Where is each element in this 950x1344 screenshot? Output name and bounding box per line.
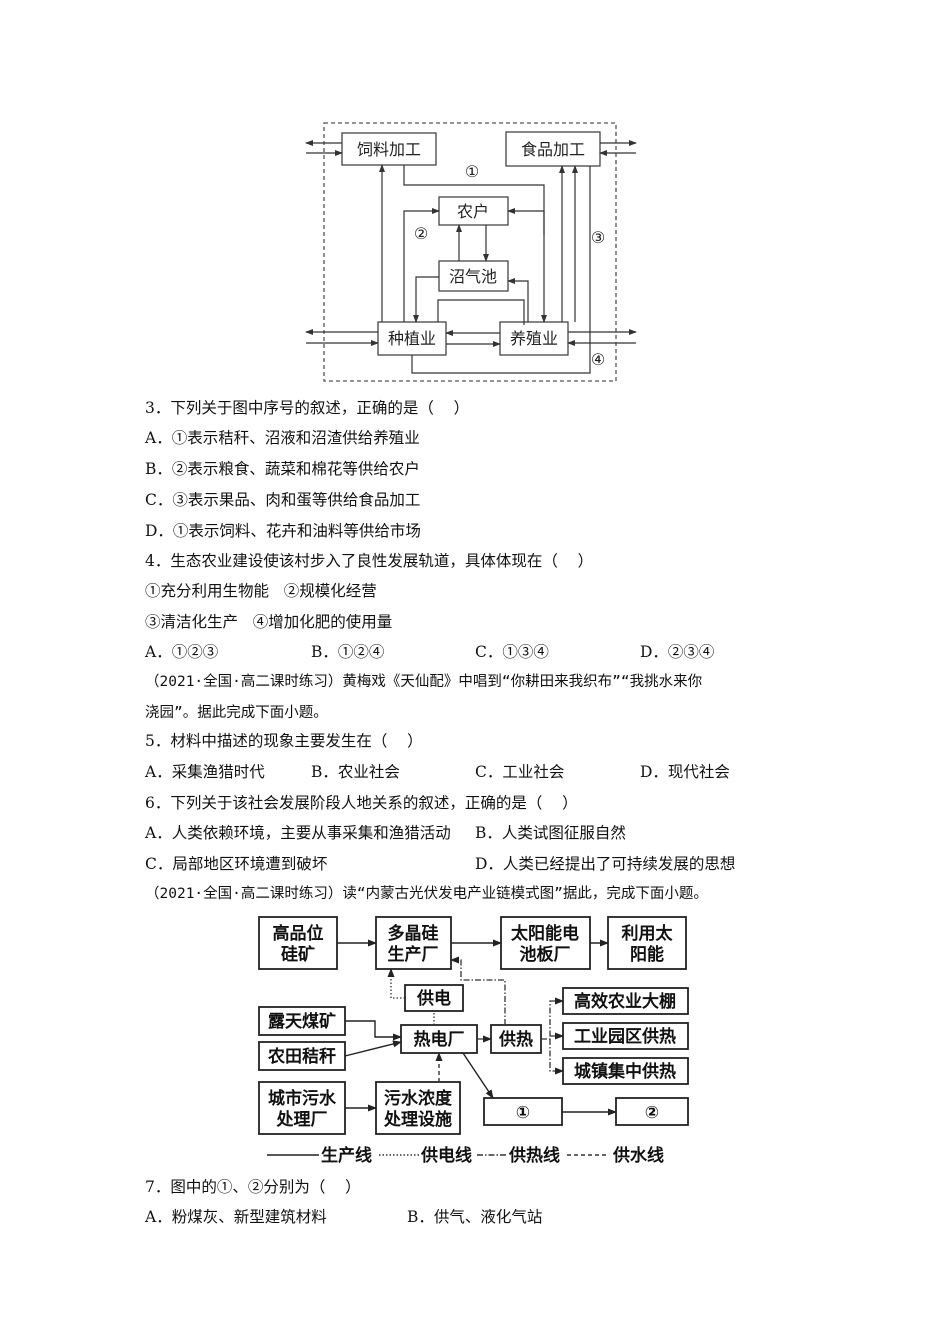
q5-stem: 5．材料中描述的现象主要发生在（ ） (145, 732, 423, 750)
q3-option-a: A．①表示秸秆、沼液和沼渣供给养殖业 (145, 429, 420, 447)
marker-4: ④ (591, 350, 605, 369)
svg-text:阳能: 阳能 (630, 944, 664, 965)
q4-option-d: D．②③④ (640, 643, 715, 661)
svg-text:太阳能电: 太阳能电 (511, 923, 579, 944)
svg-text:生产厂: 生产厂 (388, 944, 439, 965)
pv-industry-chain-diagram: 高品位 硅矿 多晶硅 生产厂 太阳能电 池板厂 利用太 阳能 供电 露天煤矿 农… (258, 916, 689, 1166)
source-note-2: （2021·全国·高二课时练习）读“内蒙古光伏发电产业链模式图”据此，完成下面小… (145, 886, 708, 902)
q4-items-1: ①充分利用生物能 ②规模化经营 (145, 582, 377, 600)
source-note-1-line2: 浇园”。据此完成下面小题。 (145, 705, 328, 721)
svg-text:利用太: 利用太 (622, 923, 674, 944)
biogas-tank-box: 沼气池 (438, 260, 509, 292)
thermal-plant-box: 热电厂 (414, 1029, 465, 1050)
marker-3: ③ (591, 228, 605, 247)
breeding-box: 养殖业 (499, 321, 569, 356)
q4-option-c: C．①③④ (475, 643, 549, 661)
svg-text:处理设施: 处理设施 (383, 1109, 452, 1130)
q4-options: A．①②③ B．①②④ C．①③④ D．②③④ (145, 642, 845, 662)
flow-arrows (305, 140, 637, 374)
eco-agriculture-diagram: 饲料加工 食品加工 农户 沼气池 种植业 养殖业 (305, 122, 637, 382)
sewage-plant-box: 城市污水 处理厂 (268, 1088, 337, 1130)
q3-option-d: D．①表示饲料、花卉和油料等供给市场 (145, 522, 421, 540)
production-lines (337, 939, 617, 1116)
q6-option-c: C．局部地区环境遭到破坏 (145, 855, 328, 873)
q5-option-a: A．采集渔猎时代 (145, 763, 265, 781)
svg-text:污水浓度: 污水浓度 (384, 1088, 453, 1109)
feed-processing-box: 饲料加工 (341, 132, 437, 166)
straw-box: 农田秸秆 (267, 1046, 336, 1067)
town-heat-box: 城镇集中供热 (574, 1061, 676, 1082)
q5-option-b: B．农业社会 (311, 763, 400, 781)
q7-stem: 7．图中的①、②分别为（ ） (145, 1178, 361, 1196)
svg-text:高品位: 高品位 (273, 923, 324, 944)
coal-mine-box: 露天煤矿 (268, 1011, 336, 1032)
legend: 生产线 供电线 供热线 供水线 (267, 1145, 664, 1166)
power-lines (387, 968, 435, 1025)
farmer-box: 农户 (438, 196, 509, 226)
q5-option-c: C．工业社会 (475, 763, 565, 781)
use-solar-box: 利用太 阳能 (622, 923, 674, 965)
svg-text:硅矿: 硅矿 (281, 944, 315, 965)
q6-options-row2: C．局部地区环境遭到破坏 D．人类已经提出了可持续发展的思想 (145, 854, 845, 874)
q6-option-a: A．人类依赖环境，主要从事采集和渔猎活动 (145, 824, 451, 842)
svg-text:处理厂: 处理厂 (276, 1109, 328, 1130)
q4-stem: 4．生态农业建设使该村步入了良性发展轨道，具体体现在（ ） (145, 552, 594, 570)
svg-text:农户: 农户 (457, 202, 489, 221)
heat-lines (450, 956, 564, 1075)
svg-text:池板厂: 池板厂 (520, 944, 571, 965)
q3-stem: 3．下列关于图中序号的叙述，正确的是（ ） (145, 399, 470, 417)
q5-option-d: D．现代社会 (640, 763, 730, 781)
svg-text:食品加工: 食品加工 (521, 140, 585, 159)
svg-text:养殖业: 养殖业 (510, 329, 558, 348)
polysilicon-factory-box: 多晶硅 生产厂 (388, 923, 439, 965)
q4-option-a: A．①②③ (145, 643, 219, 661)
svg-text:多晶硅: 多晶硅 (388, 923, 439, 944)
q7-option-a: A．粉煤灰、新型建筑材料 (145, 1208, 327, 1226)
q4-option-b: B．①②④ (311, 643, 385, 661)
svg-text:饲料加工: 饲料加工 (357, 140, 421, 159)
q4-items-2: ③清洁化生产 ④增加化肥的使用量 (145, 613, 393, 631)
svg-text:城市污水: 城市污水 (268, 1088, 337, 1109)
q6-option-d: D．人类已经提出了可持续发展的思想 (475, 855, 736, 873)
q6-options-row1: A．人类依赖环境，主要从事采集和渔猎活动 B．人类试图征服自然 (145, 823, 845, 843)
q3-option-c: C．③表示果品、肉和蛋等供给食品加工 (145, 491, 421, 509)
greenhouse-box: 高效农业大棚 (574, 991, 676, 1012)
q6-stem: 6．下列关于该社会发展阶段人地关系的叙述，正确的是（ ） (145, 794, 578, 812)
q6-option-b: B．人类试图征服自然 (475, 824, 626, 842)
svg-text:沼气池: 沼气池 (449, 267, 497, 286)
unknown-1-box: ① (516, 1103, 530, 1123)
power-supply-box: 供电 (416, 988, 451, 1009)
heat-supply-box: 供热 (498, 1029, 533, 1050)
source-note-1-line1: （2021·全国·高二课时练习）黄梅戏《天仙配》中唱到“你耕田来我织布”“我挑水… (145, 674, 703, 690)
food-processing-box: 食品加工 (505, 131, 601, 167)
legend-production: 生产线 (321, 1145, 372, 1166)
solar-panel-factory-box: 太阳能电 池板厂 (511, 923, 579, 965)
q7-options: A．粉煤灰、新型建筑材料 B．供气、液化气站 (145, 1207, 845, 1227)
planting-box: 种植业 (377, 321, 447, 356)
system-boundary (323, 122, 617, 382)
svg-text:种植业: 种植业 (388, 329, 436, 348)
silicon-ore-box: 高品位 硅矿 (273, 923, 324, 965)
marker-1: ① (465, 162, 479, 181)
marker-2: ② (414, 224, 428, 243)
unknown-2-box: ② (645, 1103, 659, 1123)
q5-options: A．采集渔猎时代 B．农业社会 C．工业社会 D．现代社会 (145, 762, 845, 782)
q7-option-b: B．供气、液化气站 (407, 1208, 543, 1226)
industrial-heat-box: 工业园区供热 (574, 1026, 676, 1047)
legend-heat: 供热线 (508, 1145, 560, 1166)
legend-power: 供电线 (420, 1145, 472, 1166)
q3-option-b: B．②表示粮食、蔬菜和棉花等供给农户 (145, 460, 420, 478)
sewage-facility-box: 污水浓度 处理设施 (383, 1088, 453, 1130)
legend-water: 供水线 (612, 1145, 664, 1166)
